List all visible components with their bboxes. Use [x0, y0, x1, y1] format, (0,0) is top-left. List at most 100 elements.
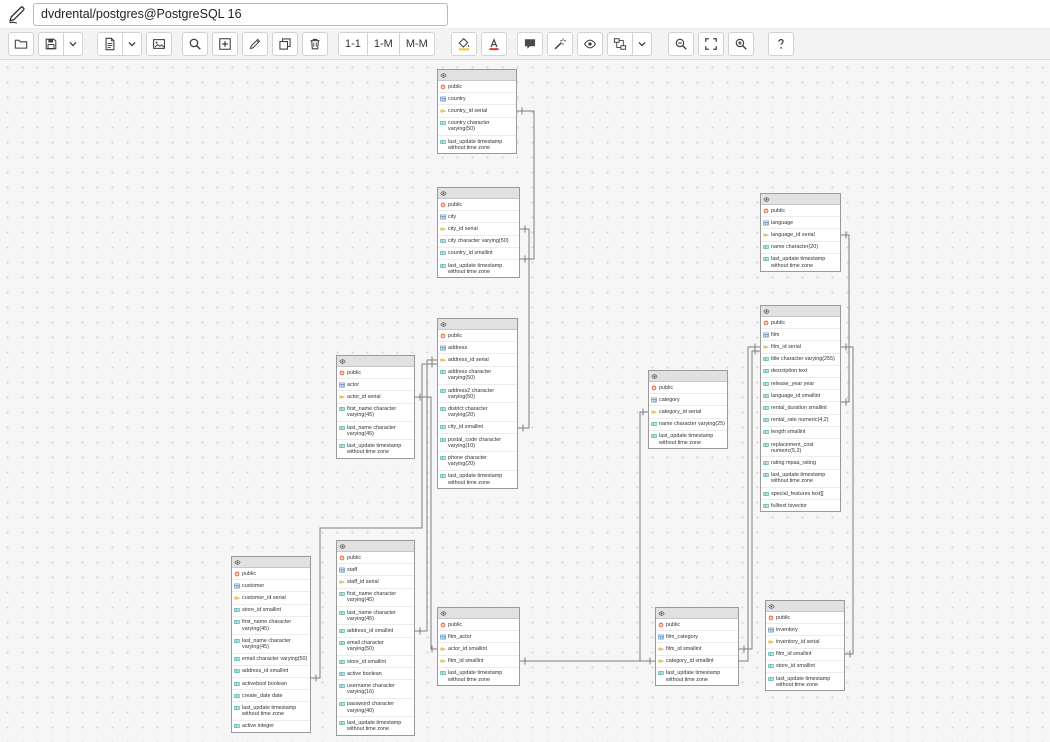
- column-label: last_update timestamp without time zone: [448, 670, 503, 683]
- table-header[interactable]: [438, 319, 517, 330]
- table-icon: [339, 382, 345, 388]
- schema-row: public: [766, 612, 844, 625]
- fill-color-button[interactable]: [450, 32, 477, 56]
- table-name: country: [448, 95, 466, 102]
- table-header[interactable]: [337, 541, 414, 552]
- note-icon: [523, 37, 537, 51]
- primary-key-icon: [651, 409, 657, 415]
- column-label: last_name character varying(45): [347, 424, 396, 437]
- column-icon: [651, 433, 657, 439]
- table-icon: [234, 583, 240, 589]
- column-row: last_update timestamp without time zone: [761, 470, 840, 489]
- toolbar-group: [546, 32, 573, 56]
- save-project-button[interactable]: [38, 32, 64, 56]
- column-label: film_id serial: [771, 343, 801, 350]
- column-label: last_update timestamp without time zone: [776, 675, 831, 688]
- column-label: last_update timestamp without time zone: [666, 670, 721, 683]
- column-label: category_id smallint: [666, 658, 714, 665]
- edit-table-button[interactable]: [242, 32, 268, 56]
- table-header[interactable]: [438, 188, 519, 199]
- column-label: address_id serial: [448, 356, 489, 363]
- column-icon: [339, 659, 345, 665]
- schema-name: public: [242, 570, 257, 577]
- generate-sql-button[interactable]: [97, 32, 123, 56]
- table-icon: [651, 397, 657, 403]
- many-to-many-button[interactable]: M-M: [399, 32, 435, 56]
- add-table-button[interactable]: [212, 32, 238, 56]
- download-image-button[interactable]: [146, 32, 172, 56]
- table-header[interactable]: [438, 608, 519, 619]
- column-row: country_id serial: [438, 105, 516, 118]
- generate-sql-menu-button[interactable]: [123, 32, 142, 56]
- column-label: username character varying(16): [347, 682, 395, 696]
- table-header[interactable]: [649, 371, 727, 382]
- save-project-menu-button[interactable]: [64, 32, 83, 56]
- drop-table-button[interactable]: [302, 32, 328, 56]
- open-project-button[interactable]: [8, 32, 34, 56]
- column-label: country_id serial: [448, 107, 488, 114]
- column-icon: [339, 591, 345, 597]
- schema-row: public: [438, 330, 517, 343]
- zoom-to-fit-button[interactable]: [697, 32, 724, 56]
- table-name-row: country: [438, 93, 516, 106]
- table-header[interactable]: [761, 306, 840, 317]
- column-label: address2 character varying(50): [448, 387, 495, 400]
- column-row: length smallint: [761, 427, 840, 440]
- one-to-many-button[interactable]: 1-M: [367, 32, 400, 56]
- table-header[interactable]: [766, 601, 844, 612]
- table-name-row: actor: [337, 379, 414, 392]
- schema-row: public: [337, 552, 414, 565]
- column-icon: [339, 443, 345, 449]
- text-color-button[interactable]: [480, 32, 507, 56]
- table-header[interactable]: [761, 194, 840, 205]
- cardinality-notation-menu-button[interactable]: [632, 32, 652, 56]
- column-row: language_id serial: [761, 229, 840, 242]
- schema-name: public: [448, 83, 463, 90]
- column-row: address character varying(50): [438, 367, 517, 386]
- cardinality-notation-button[interactable]: [606, 32, 633, 56]
- table-header[interactable]: [337, 356, 414, 367]
- column-label: name character varying(25): [659, 421, 725, 428]
- column-icon: [440, 424, 446, 430]
- auto-align-button[interactable]: [546, 32, 573, 56]
- search-button[interactable]: [182, 32, 208, 56]
- clone-table-button[interactable]: [272, 32, 298, 56]
- zoom-in-button[interactable]: [727, 32, 754, 56]
- schema-name: public: [776, 614, 791, 621]
- image-icon: [152, 37, 166, 51]
- column-row: email character varying(50): [337, 638, 414, 657]
- eye-icon: [440, 610, 447, 617]
- table-header[interactable]: [438, 70, 516, 81]
- column-icon: [339, 720, 345, 726]
- relationship-edges: [311, 107, 854, 682]
- table-header[interactable]: [232, 557, 310, 568]
- one-to-one-button[interactable]: 1-1: [338, 32, 368, 56]
- column-label: rental_duration smallint: [771, 404, 827, 411]
- zoom-out-button[interactable]: [667, 32, 694, 56]
- show-details-button[interactable]: [576, 32, 603, 56]
- column-label: phone character varying(20): [448, 454, 487, 468]
- table-header[interactable]: [656, 608, 738, 619]
- connection-title-input[interactable]: [33, 2, 448, 26]
- column-label: create_date date: [242, 692, 283, 699]
- add-note-button[interactable]: [516, 32, 543, 56]
- toolbar-group: [606, 32, 652, 56]
- column-icon: [234, 693, 240, 699]
- column-label: city character varying(50): [448, 238, 509, 245]
- help-button[interactable]: [767, 32, 794, 56]
- column-row: activebool boolean: [232, 678, 310, 691]
